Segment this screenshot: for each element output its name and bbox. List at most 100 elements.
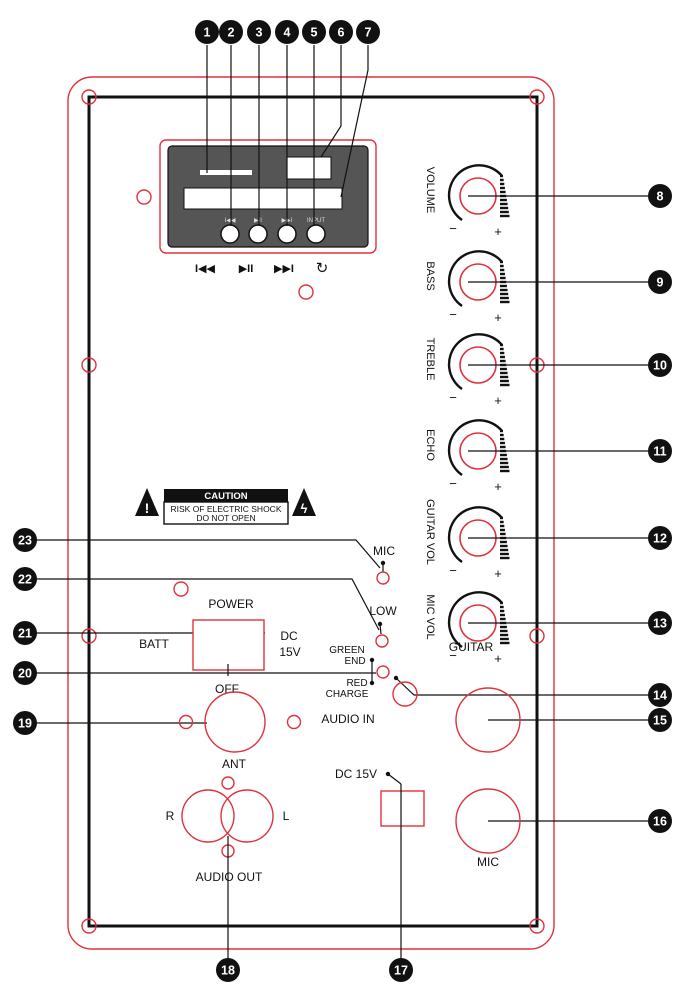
input-small-label: INPUT (307, 218, 325, 224)
knob-label: VOLUME (424, 167, 436, 213)
caution-line-2: DO NOT OPEN (196, 513, 255, 523)
knob-label: ECHO (424, 429, 436, 461)
callout-badge-21: 21 (13, 621, 37, 645)
ant-mount-right (286, 714, 302, 730)
mic-input-jack[interactable] (455, 788, 521, 854)
play-small-label: ▶II (254, 218, 262, 224)
callout-badge-20: 20 (13, 661, 37, 685)
callout-badge-2: 2 (219, 20, 243, 44)
ant-mount-left (178, 714, 194, 730)
callout-number: 20 (18, 667, 32, 681)
panel-outer-outline (67, 76, 555, 950)
callout-number: 5 (311, 26, 318, 40)
knob-label: MIC VOL (424, 594, 436, 639)
prev-small-label: I◀◀ (225, 218, 236, 224)
power-mount-hole (173, 581, 189, 597)
warning-icon: ! (145, 500, 150, 516)
callout-number: 19 (18, 717, 32, 731)
knob-plus: + (494, 393, 502, 408)
knob-minus: − (449, 390, 457, 405)
caution-line-1: RISK OF ELECTRIC SHOCK (171, 504, 282, 514)
callout-badge-19: 19 (13, 711, 37, 735)
callout-leaders-top (206, 45, 369, 226)
red-label: RED (346, 678, 367, 689)
usb-slot (200, 170, 252, 175)
play-pause-icon: ▶II (239, 263, 254, 275)
callout-number: 10 (653, 359, 667, 373)
audio-in-label: AUDIO IN (321, 712, 374, 726)
knob-plus: + (494, 224, 502, 239)
audio-out-right-jack[interactable] (181, 789, 235, 843)
callout-number: 13 (653, 617, 667, 631)
knob-plus: + (494, 566, 502, 581)
callout-number: 21 (18, 627, 32, 641)
input-button[interactable] (306, 224, 326, 244)
callout-badge-22: 22 (13, 567, 37, 591)
green-label: GREEN (329, 645, 365, 656)
callout-badge-18: 18 (216, 958, 240, 982)
audio-out-left-jack[interactable] (220, 789, 274, 843)
repeat-icon: ↻ (316, 260, 329, 277)
l-label: L (283, 809, 290, 823)
knob-label: GUITAR VOL (424, 499, 436, 565)
callout-badge-14: 14 (648, 683, 672, 707)
15v-label: 15V (279, 645, 300, 659)
knob-minus: − (449, 476, 457, 491)
callout-badge-23: 23 (13, 528, 37, 552)
callout-number: 7 (365, 26, 372, 40)
knob-echo[interactable]: ECHO − + (424, 419, 510, 494)
dc-label: DC (280, 629, 298, 643)
panel-inner-frame (87, 95, 539, 928)
power-switch[interactable] (192, 619, 265, 671)
callout-number: 9 (657, 276, 664, 290)
callout-number: 12 (653, 532, 667, 546)
callout-number: 14 (653, 689, 667, 703)
knob-bass[interactable]: BASS−+ (424, 250, 510, 325)
next-icon: ▶▶I (274, 263, 294, 275)
mic-led (376, 571, 390, 585)
knob-mic-vol[interactable]: MIC VOL−+ (424, 591, 510, 666)
knob-plus: + (494, 479, 502, 494)
audio-out-label: AUDIO OUT (196, 870, 263, 884)
off-label: OFF (215, 682, 239, 696)
prev-button[interactable] (220, 224, 240, 244)
mic-led-label: MIC (373, 544, 395, 558)
callout-badge-7: 7 (356, 20, 380, 44)
knob-label: TREBLE (424, 338, 436, 381)
callout-badge-10: 10 (648, 353, 672, 377)
knob-volume[interactable]: VOLUME − + (424, 164, 510, 239)
charge-status-led (376, 665, 390, 679)
knob-guitar-vol[interactable]: GUITAR VOL−+ (424, 499, 510, 581)
guitar-label: GUITAR (449, 640, 494, 654)
mic-jack-label: MIC (477, 855, 499, 869)
module-mount-left (136, 189, 152, 205)
dc-power-jack[interactable] (380, 790, 425, 827)
play-pause-button[interactable] (248, 224, 268, 244)
knob-treble[interactable]: TREBLE − + (424, 333, 510, 408)
caution-title: CAUTION (204, 491, 247, 502)
callout-number: 4 (284, 26, 291, 40)
knob-minus: − (449, 221, 457, 236)
batt-label: BATT (139, 637, 169, 651)
prev-icon: I◀◀ (195, 263, 216, 275)
dc-15v-label: DC 15V (335, 767, 377, 781)
mp3-player-module: I◀◀ ▶II ▶▶I INPUT (136, 139, 377, 300)
callout-number: 17 (394, 964, 408, 978)
antenna-jack[interactable] (204, 691, 266, 753)
ant-label: ANT (222, 757, 247, 771)
audio-in-jack[interactable] (392, 681, 418, 707)
lcd-display (183, 187, 343, 210)
callout-number: 3 (256, 26, 263, 40)
next-button[interactable] (277, 224, 297, 244)
callout-number: 23 (18, 534, 32, 548)
module-mount-bottom (298, 284, 314, 300)
callout-badge-4: 4 (275, 20, 299, 44)
callout-number: 1 (204, 26, 211, 40)
callout-number: 16 (653, 815, 667, 829)
callout-number: 18 (221, 964, 235, 978)
caution-label: ! CAUTION RISK OF ELECTRIC SHOCK DO NOT … (135, 488, 316, 525)
r-label: R (166, 809, 175, 823)
guitar-input-jack[interactable] (455, 687, 521, 753)
